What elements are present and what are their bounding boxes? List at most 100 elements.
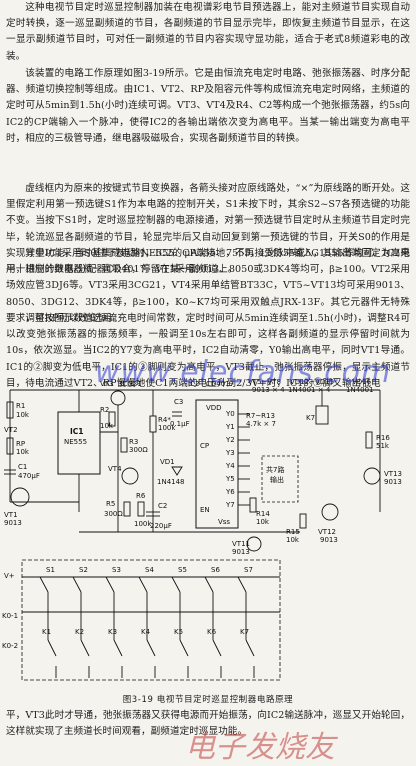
c1-value: 470μF — [18, 472, 40, 480]
paragraph-adjustment: 调整RP可以改变恒流充电时间常数，定时时间可从5min连续调至1.5h(小时)，… — [6, 313, 410, 389]
r4-label: R4* — [158, 416, 171, 424]
switch-label-s3: S3 — [112, 566, 121, 574]
ic2-output-y4: Y4 — [225, 462, 235, 470]
relay-label-k4: K4 — [141, 628, 151, 636]
r15-value: 10k — [286, 536, 300, 544]
vt11-type: 9013 — [232, 548, 250, 556]
relay-label-k6: K6 — [207, 628, 217, 636]
r4-value: 100k — [158, 424, 176, 432]
r6-label: R6 — [136, 492, 146, 500]
vt3-type: 3CG21 — [118, 380, 142, 388]
circuit-schematic-figure: R1 10k VT2 RP 10k C1 470μF VT1 9013 IC1 … — [0, 372, 416, 690]
relay-contact — [245, 639, 255, 657]
r3-label: R3 — [129, 438, 138, 446]
seven-output-label2: 输出 — [270, 475, 284, 484]
vt1-type: 9013 — [4, 519, 22, 527]
r15-label: R15 — [286, 528, 300, 536]
vt3-label: VT3 — [100, 380, 114, 388]
relay-contact — [80, 639, 90, 657]
c3-label: C3 — [174, 398, 183, 406]
vt11-label: VT11 — [232, 540, 250, 548]
vt5-type: 9013 × 4 — [252, 386, 285, 394]
r7-value: 4.7k × 7 — [246, 420, 276, 428]
r5-label: R5 — [106, 500, 115, 508]
k0-2-label: K0-2 — [2, 642, 18, 650]
c2-label: C2 — [158, 502, 167, 510]
relay-contact — [113, 639, 123, 657]
ic2-output-y2: Y2 — [225, 436, 235, 444]
switch-label-s6: S6 — [211, 566, 220, 574]
ic2-en: EN — [200, 506, 210, 514]
r5-value: 300Ω — [104, 510, 123, 518]
switch-contact — [204, 576, 214, 593]
c3-value: 0.1μF — [170, 420, 190, 428]
relay-contact — [179, 639, 189, 657]
switch-label-s7: S7 — [244, 566, 253, 574]
ic2-output-y3: Y3 — [225, 449, 235, 457]
ic2-cp: CP — [200, 442, 209, 450]
ic2-output-y0: Y0 — [225, 410, 235, 418]
relay-label-k1: K1 — [42, 628, 51, 636]
relay-label-k3: K3 — [108, 628, 117, 636]
switch-label-s4: S4 — [145, 566, 154, 574]
vt13-type: 9013 — [384, 478, 402, 486]
switch-contact — [105, 576, 115, 593]
relay-contact — [212, 639, 222, 657]
ic2-output-y6: Y6 — [225, 488, 235, 496]
c2-value: 220μF — [150, 522, 172, 530]
ic2-vss: Vss — [218, 518, 230, 526]
vt4-label: VT4 — [108, 465, 122, 473]
relay-contact — [146, 639, 156, 657]
vd1-type: 1N4148 — [157, 478, 185, 486]
vd12-label: VD12~VD15 — [290, 378, 334, 386]
r7-label: R7~R13 — [246, 412, 275, 420]
ic2-type: CD4017 — [206, 380, 234, 388]
paragraph-conclusion: 平，VT3此时才导通，弛张振荡器又获得电源而开始振荡，向IC2输送脉冲，巡显又开… — [6, 710, 410, 738]
vplus-label: V+ — [4, 572, 15, 580]
vt1-label: VT1 — [4, 511, 18, 519]
switch-label-s1: S1 — [46, 566, 55, 574]
seven-output-label: 共7路 — [266, 465, 284, 474]
ic2-output-y1: Y1 — [225, 423, 235, 431]
ic2-vdd: VDD — [206, 404, 222, 412]
r2-value: 10k — [100, 422, 114, 430]
figure-caption: 图3-19 电视节目定时巡显控制器电路原理 — [122, 695, 294, 705]
paragraph-principle: 该装置的电路工作原理如图3-19所示。它是由恒流充电定时电路、弛张振荡器、时序分… — [6, 68, 410, 144]
r14-label: R14 — [256, 510, 270, 518]
r1-label: R1 — [16, 402, 25, 410]
r14-value: 10k — [256, 518, 270, 526]
paragraph-intro: 这种电视节目定时巡显控制器加装在电视谱彩电节目预选器上，能对主频道节目实现自动定… — [6, 2, 410, 62]
vt13-label: VT13 — [384, 470, 402, 478]
switch-label-s2: S2 — [79, 566, 88, 574]
switch-label-s5: S5 — [178, 566, 187, 574]
switch-contact — [237, 576, 247, 593]
vd1-label: VD1 — [160, 458, 175, 466]
rp-value: 10k — [16, 448, 30, 456]
relay-label-k7: K7 — [240, 628, 249, 636]
vt12-label: VT12 — [318, 528, 336, 536]
paragraph-components: 其中IC1采用时基集成电路NE555、μA555、7555、LM555或5G15… — [6, 248, 410, 324]
vd16-label: VD16 — [352, 378, 372, 386]
ic2-output-y5: Y5 — [225, 475, 235, 483]
k7-coil-label: K7 — [306, 414, 315, 422]
c1-label: C1 — [18, 463, 27, 471]
relay-label-k2: K2 — [75, 628, 84, 636]
r2-label: R2 — [100, 406, 109, 414]
r3-value: 300Ω — [129, 446, 148, 454]
circuit-schematic: R1 10k VT2 RP 10k C1 470μF VT1 9013 IC1 … — [2, 378, 402, 681]
vt5-label: VT5~VT8 — [248, 378, 281, 386]
r16-label: R16 — [376, 434, 390, 442]
switch-contact — [138, 576, 148, 593]
ic2-output-y7: Y7 — [225, 501, 235, 509]
r16-value: 51k — [376, 442, 390, 450]
switch-contact — [72, 576, 82, 593]
ic1-label: IC1 — [70, 427, 84, 436]
relay-contact — [47, 639, 57, 657]
vt2-label: VT2 — [4, 426, 18, 434]
r6-value: 100k — [134, 520, 152, 528]
relay-label-k5: K5 — [174, 628, 183, 636]
switch-contact — [171, 576, 181, 593]
ic1-type: NE555 — [64, 438, 87, 446]
vt12-type: 9013 — [320, 536, 338, 544]
